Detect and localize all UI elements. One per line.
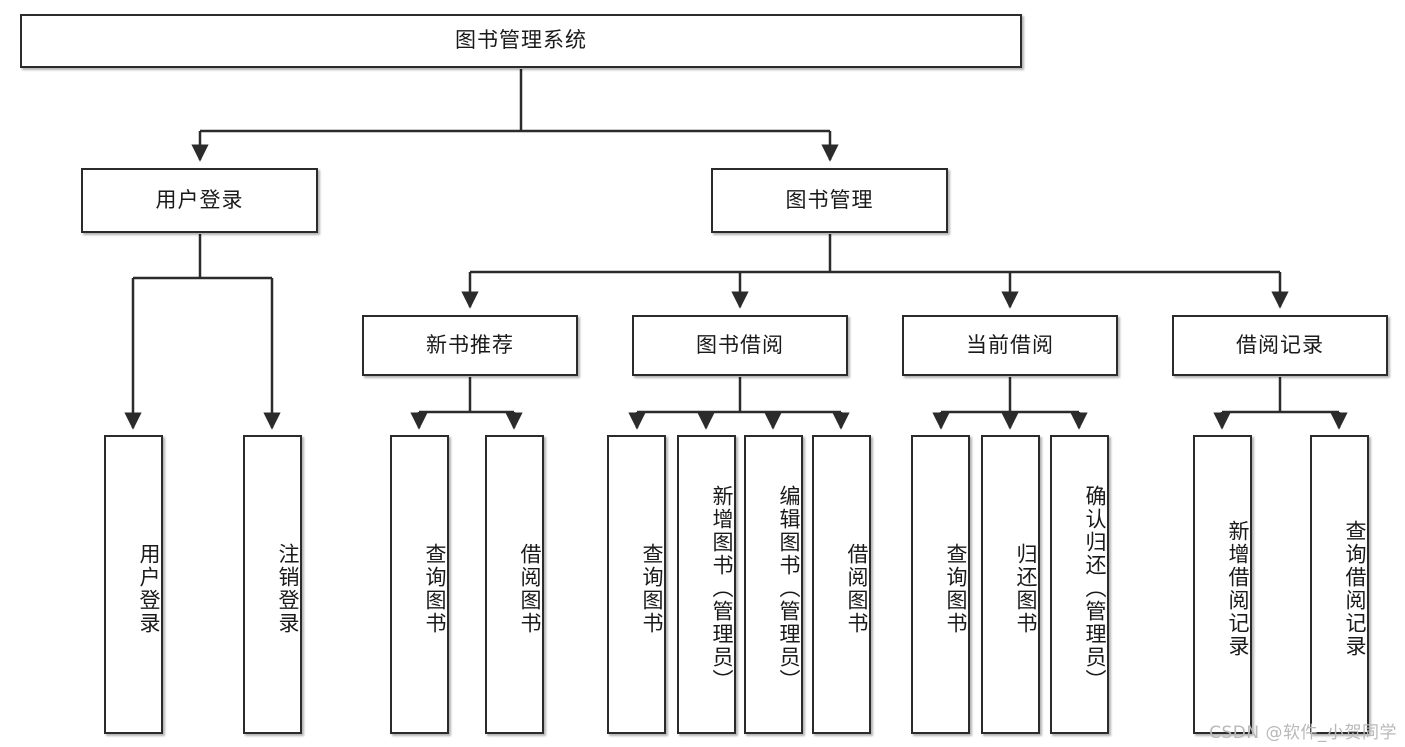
leaf-current-borrow-confirm-return-admin[interactable]: 确认归还（管理员） bbox=[1050, 435, 1109, 734]
leaf-current-borrow-query-book[interactable]: 查询图书 bbox=[911, 435, 970, 734]
leaf-borrow-record-query-record[interactable]: 查询借阅记录 bbox=[1310, 435, 1369, 734]
leaf-book-borrow-borrow-book[interactable]: 借阅图书 bbox=[812, 435, 871, 734]
leaf-new-book-query-book[interactable]: 查询图书 bbox=[390, 435, 449, 734]
node-book-management[interactable]: 图书管理 bbox=[711, 168, 948, 233]
leaf-current-borrow-return-book[interactable]: 归还图书 bbox=[981, 435, 1040, 734]
node-borrow-record[interactable]: 借阅记录 bbox=[1172, 315, 1388, 376]
leaf-user-login-login[interactable]: 用户登录 bbox=[104, 435, 163, 734]
leaf-book-borrow-add-book-admin[interactable]: 新增图书（管理员） bbox=[677, 435, 736, 734]
node-root-book-management-system[interactable]: 图书管理系统 bbox=[20, 14, 1022, 68]
leaf-user-login-logout[interactable]: 注销登录 bbox=[243, 435, 302, 734]
watermark-text: CSDN @软件_小贺同学 bbox=[1209, 723, 1397, 743]
node-user-login[interactable]: 用户登录 bbox=[81, 168, 318, 233]
node-book-borrow[interactable]: 图书借阅 bbox=[632, 315, 848, 376]
leaf-borrow-record-add-record[interactable]: 新增借阅记录 bbox=[1193, 435, 1252, 734]
leaf-book-borrow-query-book[interactable]: 查询图书 bbox=[607, 435, 666, 734]
node-current-borrow[interactable]: 当前借阅 bbox=[902, 315, 1118, 376]
leaf-new-book-borrow-book[interactable]: 借阅图书 bbox=[485, 435, 544, 734]
node-new-book-recommend[interactable]: 新书推荐 bbox=[362, 315, 578, 376]
leaf-book-borrow-edit-book-admin[interactable]: 编辑图书（管理员） bbox=[744, 435, 803, 734]
